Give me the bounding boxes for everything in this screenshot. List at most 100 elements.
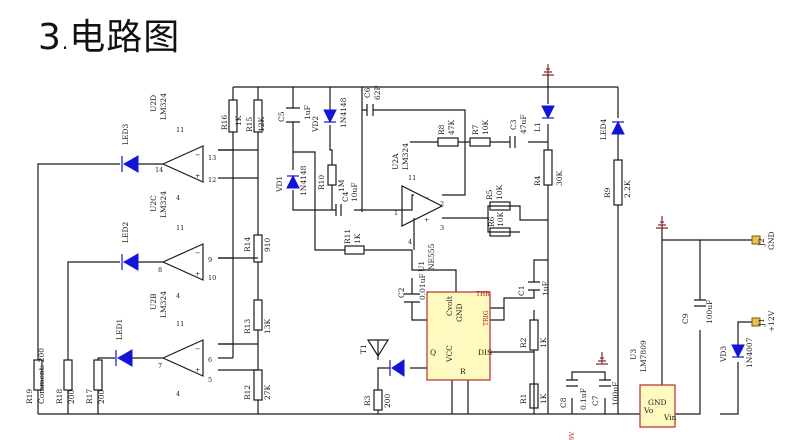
r1-value: 1K: [539, 393, 548, 404]
u1-pin-trig: TRIG: [483, 310, 490, 326]
svg-text:1: 1: [394, 209, 398, 217]
title-text: 电路图: [69, 17, 181, 58]
svg-text:4: 4: [176, 390, 180, 398]
net-9v: 9V: [569, 431, 576, 440]
r15-label: R15: [245, 117, 254, 132]
c1-value: 1uF: [541, 281, 550, 296]
u1-pin-cvolt: Cvolt: [445, 296, 454, 316]
transistor-t1: [366, 339, 390, 358]
r16-value: 1K: [234, 115, 243, 126]
u2d-part: LM324: [159, 93, 168, 120]
u2c-part: LM324: [159, 191, 168, 218]
u1-pin-thr: THR: [476, 291, 490, 298]
j2-value: GND: [767, 231, 776, 250]
r17-label: R17: [85, 389, 94, 404]
j2-label: J2: [757, 238, 766, 247]
svg-text:11: 11: [176, 224, 184, 232]
ne555-body: [426, 291, 491, 381]
r4-value: 30K: [555, 170, 564, 186]
r12-value: 27K: [263, 384, 272, 400]
svg-text:12: 12: [208, 176, 216, 184]
c7-value: 100uF: [611, 382, 620, 406]
title-number: 3: [38, 17, 62, 58]
svg-text:11: 11: [176, 126, 184, 134]
u3-pin-gnd: GND: [648, 398, 667, 407]
r19-label: R19: [25, 389, 34, 404]
vd1-part: 1N4148: [299, 165, 308, 196]
r18-value: 200: [67, 389, 76, 404]
r16-label: R16: [220, 115, 229, 130]
connector-j2: [751, 235, 761, 245]
page-title: 3.电路图: [38, 8, 180, 60]
r2-value: 1K: [539, 337, 548, 348]
svg-text:11: 11: [176, 320, 184, 328]
u1-part: NE555: [427, 243, 436, 270]
u3-part: LM7809: [639, 340, 648, 372]
svg-text:4: 4: [176, 292, 180, 300]
c4-value: 10uF: [350, 182, 359, 202]
r7-label: R7: [471, 124, 480, 135]
c1-label: C1: [517, 285, 526, 296]
u2d-label: U2D: [149, 95, 158, 112]
svg-text:5: 5: [208, 376, 212, 384]
c9-value: 100uF: [705, 300, 714, 324]
r3-label: R3: [363, 395, 372, 406]
r8-value: 47K: [447, 119, 456, 135]
svg-text:−: −: [195, 151, 200, 159]
lm7809-body: [639, 384, 676, 428]
r4-label: R4: [533, 175, 542, 186]
svg-text:−: −: [424, 194, 429, 202]
r6-label: R6: [487, 216, 496, 227]
r13-value: 13K: [263, 318, 272, 334]
svg-text:2: 2: [440, 200, 444, 208]
vd3-label: VD3: [719, 346, 728, 363]
c9-label: C9: [681, 313, 690, 324]
r13-label: R13: [243, 319, 252, 334]
svg-text:+: +: [195, 172, 200, 180]
svg-text:6: 6: [208, 356, 212, 364]
capacitors: [286, 104, 706, 387]
vd2-label: VD2: [311, 116, 320, 133]
c3-label: C3: [509, 119, 518, 130]
led2-label: LED2: [121, 222, 130, 243]
u2c-label: U2C: [149, 195, 158, 212]
diodes: [286, 109, 745, 359]
r5-value: 10K: [495, 184, 504, 200]
svg-text:8: 8: [158, 266, 162, 274]
r1-label: R1: [519, 394, 528, 404]
r19-value: Comment: 200: [37, 348, 46, 404]
wires: [37, 75, 752, 415]
svg-text:3: 3: [440, 224, 444, 232]
resistors: [33, 99, 623, 411]
u2b-label: U2B: [149, 293, 158, 310]
vd1-label: VD1: [275, 176, 284, 193]
led4-label: LED4: [599, 119, 608, 140]
j1-value: +12V: [767, 310, 776, 332]
svg-text:9: 9: [208, 256, 212, 264]
u1-pin-gnd: GND: [455, 303, 464, 322]
j1-label: J1: [757, 318, 766, 327]
svg-text:4: 4: [408, 238, 412, 246]
c7-label: C7: [591, 395, 600, 406]
component-labels: U2D LM324 U2C LM324 U2B LM324 U2A LM324 …: [25, 85, 776, 440]
r9-label: R9: [603, 187, 612, 198]
c5-value: 1uF: [303, 105, 312, 120]
c8-value: 0.1uF: [579, 388, 588, 410]
led3-label: LED3: [121, 124, 130, 145]
u1-label: U1: [417, 261, 426, 272]
c2-value: 0.01uF: [418, 273, 427, 300]
c4-label: C4: [341, 191, 350, 202]
u3-label: U3: [629, 349, 638, 360]
r5-label: R5: [485, 189, 494, 200]
r8-label: R8: [437, 124, 446, 135]
r10-label: R10: [317, 175, 326, 190]
u3-pin-vin: Vin: [663, 413, 677, 422]
svg-text:−: −: [195, 345, 200, 353]
svg-text:10: 10: [208, 274, 216, 282]
r15-value: 12K: [257, 116, 266, 132]
u3-pin-vo: Vo: [643, 406, 654, 415]
r14-label: R14: [243, 237, 252, 252]
r18-label: R18: [55, 389, 64, 404]
svg-text:7: 7: [158, 362, 162, 370]
